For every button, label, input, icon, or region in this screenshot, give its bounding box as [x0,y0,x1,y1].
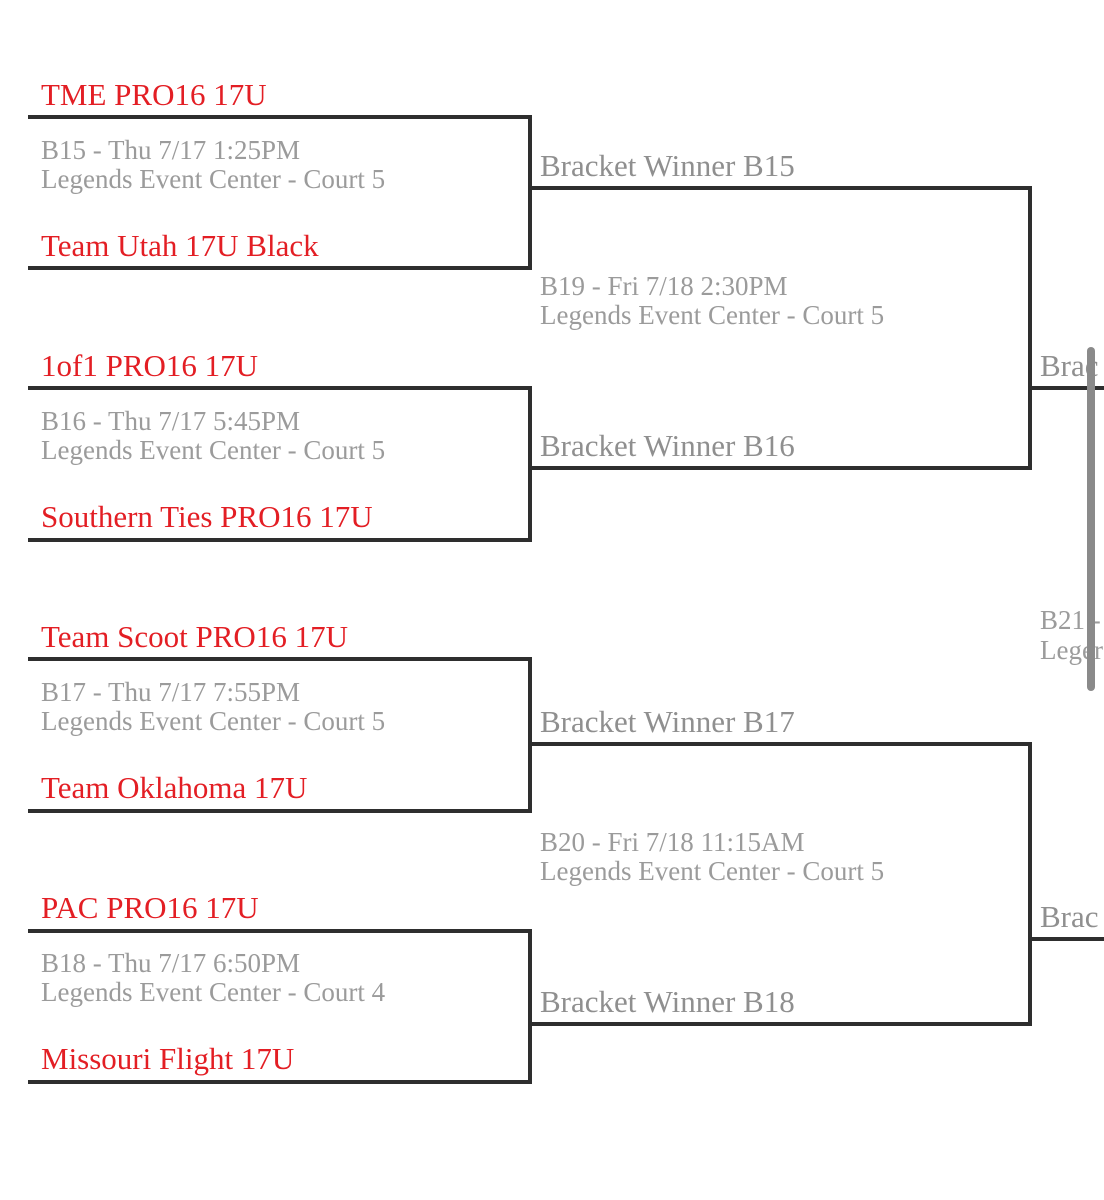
bracket-connector [1028,186,1032,470]
bracket-connector [528,929,532,1084]
team-name[interactable]: Team Utah 17U Black [41,228,319,263]
winner-slot[interactable]: Bracket Winner B15 [540,148,795,183]
winner-slot[interactable]: Brac [1040,900,1099,934]
vertical-scrollbar[interactable] [1087,347,1095,691]
game-time: B18 - Thu 7/17 6:50PM [41,948,301,978]
team-name[interactable]: Team Scoot PRO16 17U [41,619,348,654]
winner-slot[interactable]: Bracket Winner B18 [540,984,795,1019]
bracket-connector [528,115,532,270]
game-time: B15 - Thu 7/17 1:25PM [41,135,301,165]
bracket-line [532,466,1032,470]
bracket-line [532,1022,1032,1026]
bracket-connector [528,386,532,542]
game-venue: Legends Event Center - Court 5 [540,856,885,886]
game-venue: Legends Event Center - Court 5 [41,164,386,194]
game-time: B16 - Thu 7/17 5:45PM [41,406,301,436]
game-venue: Legends Event Center - Court 5 [41,435,386,465]
team-name[interactable]: Team Oklahoma 17U [41,770,308,805]
bracket-line [28,809,532,813]
team-name[interactable]: TME PRO16 17U [41,77,267,112]
bracket-line [1032,386,1104,390]
team-name[interactable]: Missouri Flight 17U [41,1041,295,1076]
bracket-line [28,538,532,542]
game-time: B19 - Fri 7/18 2:30PM [540,271,788,301]
team-name[interactable]: PAC PRO16 17U [41,890,259,925]
bracket-line [28,266,532,270]
winner-slot[interactable]: Bracket Winner B17 [540,704,795,739]
bracket-line [532,742,1032,746]
bracket-connector [1028,742,1032,1026]
game-venue: Legends Event Center - Court 4 [41,977,386,1007]
team-name[interactable]: Southern Ties PRO16 17U [41,499,373,534]
bracket-line [28,929,532,933]
team-name[interactable]: 1of1 PRO16 17U [41,348,259,383]
bracket-line [532,186,1032,190]
bracket-line [28,1080,532,1084]
game-time: B17 - Thu 7/17 7:55PM [41,677,301,707]
game-venue: Legends Event Center - Court 5 [41,706,386,736]
bracket-line [28,386,532,390]
game-time: B20 - Fri 7/18 11:15AM [540,827,805,857]
game-venue: Legends Event Center - Court 5 [540,300,885,330]
bracket-connector [528,657,532,813]
bracket-line [1032,937,1104,941]
bracket-line [28,115,532,119]
bracket-line [28,657,532,661]
winner-slot[interactable]: Bracket Winner B16 [540,428,795,463]
